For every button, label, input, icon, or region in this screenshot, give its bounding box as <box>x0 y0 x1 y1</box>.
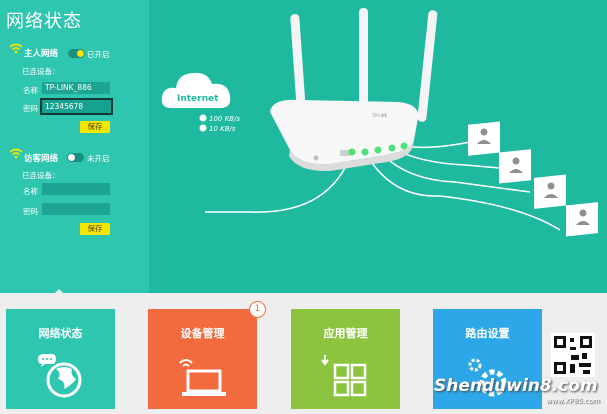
internet-label: Internet <box>177 94 219 104</box>
tile-label: 设备管理 <box>180 327 225 340</box>
guest-network-title: 访客网络 <box>24 154 59 164</box>
main-connected-devices-label: 已连设备： <box>22 67 60 76</box>
guest-save-button[interactable]: 保存 <box>80 223 110 235</box>
tile-label: 网络状态 <box>38 327 83 340</box>
guest-network-toggle[interactable] <box>67 153 84 162</box>
toggle-knob <box>68 154 75 161</box>
client-device[interactable] <box>499 149 531 184</box>
upload-icon <box>199 114 207 122</box>
globe-icon <box>38 354 82 398</box>
main-name-input[interactable]: TP-LINK_886 <box>42 82 110 94</box>
toggle-knob <box>77 50 84 57</box>
client-device[interactable] <box>566 202 598 237</box>
cable-lan-4 <box>364 151 561 231</box>
tile-device-management[interactable]: 设备管理 <box>148 309 257 409</box>
left-sidebar: 网络状态 主人网络 已开启 已连设备： 名称 TP-LINK_886 密码 12… <box>0 0 149 293</box>
wifi-icon <box>9 43 23 54</box>
client-device[interactable] <box>534 174 566 209</box>
main-name-label: 名称 <box>23 86 38 95</box>
wan-port-led <box>348 148 356 156</box>
tile-label: 应用管理 <box>323 327 368 340</box>
main-save-button[interactable]: 保存 <box>80 121 110 133</box>
qr-code-icon <box>551 333 595 377</box>
guest-name-label: 名称 <box>23 187 38 196</box>
client-device[interactable] <box>468 121 500 156</box>
tile-router-settings[interactable]: 路由设置 <box>433 309 542 409</box>
apps-grid-icon <box>321 355 367 397</box>
active-tab-pointer <box>53 289 65 293</box>
lan-port-led <box>400 142 408 150</box>
tile-network-status[interactable]: 网络状态 <box>6 309 115 409</box>
page-title: 网络状态 <box>6 11 82 32</box>
lan-port-led <box>374 146 382 154</box>
watermark-sub: www.XP85.com <box>546 397 600 405</box>
bottom-nav: 网络状态 设备管理 1 应用管理 路由设置 <box>0 293 607 414</box>
guest-password-label: 密码 <box>23 207 38 216</box>
network-status-panel: TP-LINK <box>0 0 607 293</box>
router-body: TP-LINK <box>270 99 419 172</box>
main-password-input[interactable]: 12345678 <box>40 98 113 115</box>
download-icon <box>199 124 207 132</box>
guest-connected-devices-label: 已连设备： <box>22 171 60 180</box>
lan-port-led <box>388 144 396 152</box>
watermark-text: Shenduwin8.com <box>434 376 598 396</box>
tile-app-management[interactable]: 应用管理 <box>291 309 400 409</box>
download-speed: 10 KB/s <box>209 125 236 133</box>
network-diagram: TP-LINK <box>161 8 598 237</box>
main-network-title: 主人网络 <box>24 49 59 59</box>
lan-port-led <box>361 148 369 156</box>
guest-name-input[interactable] <box>42 183 110 195</box>
main-network-toggle[interactable] <box>68 49 85 58</box>
guest-network-toggle-state: 未开启 <box>87 154 110 163</box>
router-brand-text: TP-LINK <box>371 113 388 118</box>
laptop-icon <box>179 359 226 396</box>
internet-cloud-icon <box>161 72 231 108</box>
router-antennas <box>290 8 438 126</box>
notification-badge: 1 <box>249 301 266 318</box>
main-network-toggle-state: 已开启 <box>87 50 110 59</box>
main-password-label: 密码 <box>23 104 38 113</box>
upload-speed: 100 KB/s <box>209 115 240 123</box>
gear-icon <box>468 358 507 397</box>
guest-password-input[interactable] <box>42 203 110 215</box>
wifi-icon <box>9 148 23 159</box>
cable-lan-1 <box>403 141 471 149</box>
tile-label: 路由设置 <box>465 327 510 340</box>
